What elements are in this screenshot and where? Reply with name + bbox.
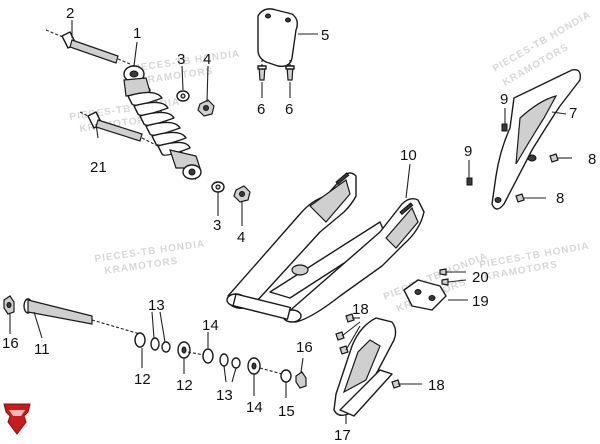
shock-spring	[127, 91, 191, 156]
callout-13: 13	[148, 297, 165, 314]
callout-18: 18	[428, 377, 445, 394]
bushing-set-left	[134, 332, 205, 359]
callout-17: 17	[334, 427, 351, 444]
washer-upper	[176, 90, 190, 102]
callout-13: 13	[216, 387, 233, 404]
nut-upper	[197, 99, 215, 117]
callout-16: 16	[2, 335, 19, 352]
wing-logo-icon	[3, 403, 31, 435]
callout-9: 9	[464, 143, 472, 160]
screw-right	[285, 60, 295, 81]
pivot-shaft	[23, 298, 141, 335]
callout-19: 19	[472, 293, 489, 310]
callout-9: 9	[500, 91, 508, 108]
bushing-set-right	[202, 348, 292, 383]
nut-lower	[233, 185, 251, 203]
rear-shock-absorber	[123, 65, 202, 181]
callout-2: 2	[66, 5, 74, 22]
callout-14: 14	[246, 399, 263, 416]
callout-11: 11	[34, 341, 50, 358]
chain-guard-bolt-upper	[549, 153, 572, 163]
callout-16: 16	[296, 339, 313, 356]
chain-guard	[491, 69, 582, 210]
slider-screws	[439, 268, 467, 286]
mud-guard-plate	[257, 8, 299, 68]
leader-lines	[9, 20, 567, 424]
clip-upper	[501, 116, 508, 132]
chain-slider	[333, 317, 397, 417]
chain-guard-bolt-lower	[515, 193, 546, 203]
pivot-nut-right	[295, 371, 307, 389]
slider-screw-lower	[391, 379, 422, 389]
screw-left	[257, 60, 267, 81]
callout-3: 3	[177, 51, 185, 68]
clip-lower	[466, 168, 473, 186]
callout-4: 4	[237, 229, 245, 246]
callout-1: 1	[133, 25, 141, 42]
shock-upper-bolt	[45, 29, 131, 65]
callout-20: 20	[472, 269, 489, 286]
callout-7: 7	[569, 105, 577, 122]
callout-labels: 2 1 3 4 5 6 6 7 9 9 8 8 10 21 3 4 20 19 …	[2, 5, 596, 444]
chain-slider-block	[403, 279, 447, 311]
pivot-nut-left	[3, 295, 15, 315]
callout-18: 18	[352, 301, 369, 318]
callout-8: 8	[556, 190, 564, 207]
callout-5: 5	[321, 27, 329, 44]
slider-screws-upper	[335, 313, 355, 355]
callout-12: 12	[176, 377, 193, 394]
callout-6: 6	[285, 101, 293, 118]
washer-lower	[211, 181, 225, 193]
callout-6: 6	[257, 101, 265, 118]
callout-10: 10	[400, 147, 417, 164]
swing-arm	[226, 172, 425, 323]
callout-14: 14	[202, 317, 219, 334]
callout-8: 8	[588, 151, 596, 168]
callout-21: 21	[90, 159, 107, 176]
callout-15: 15	[278, 403, 295, 420]
callout-3: 3	[213, 217, 221, 234]
callout-4: 4	[203, 51, 211, 68]
callout-12: 12	[134, 371, 151, 388]
